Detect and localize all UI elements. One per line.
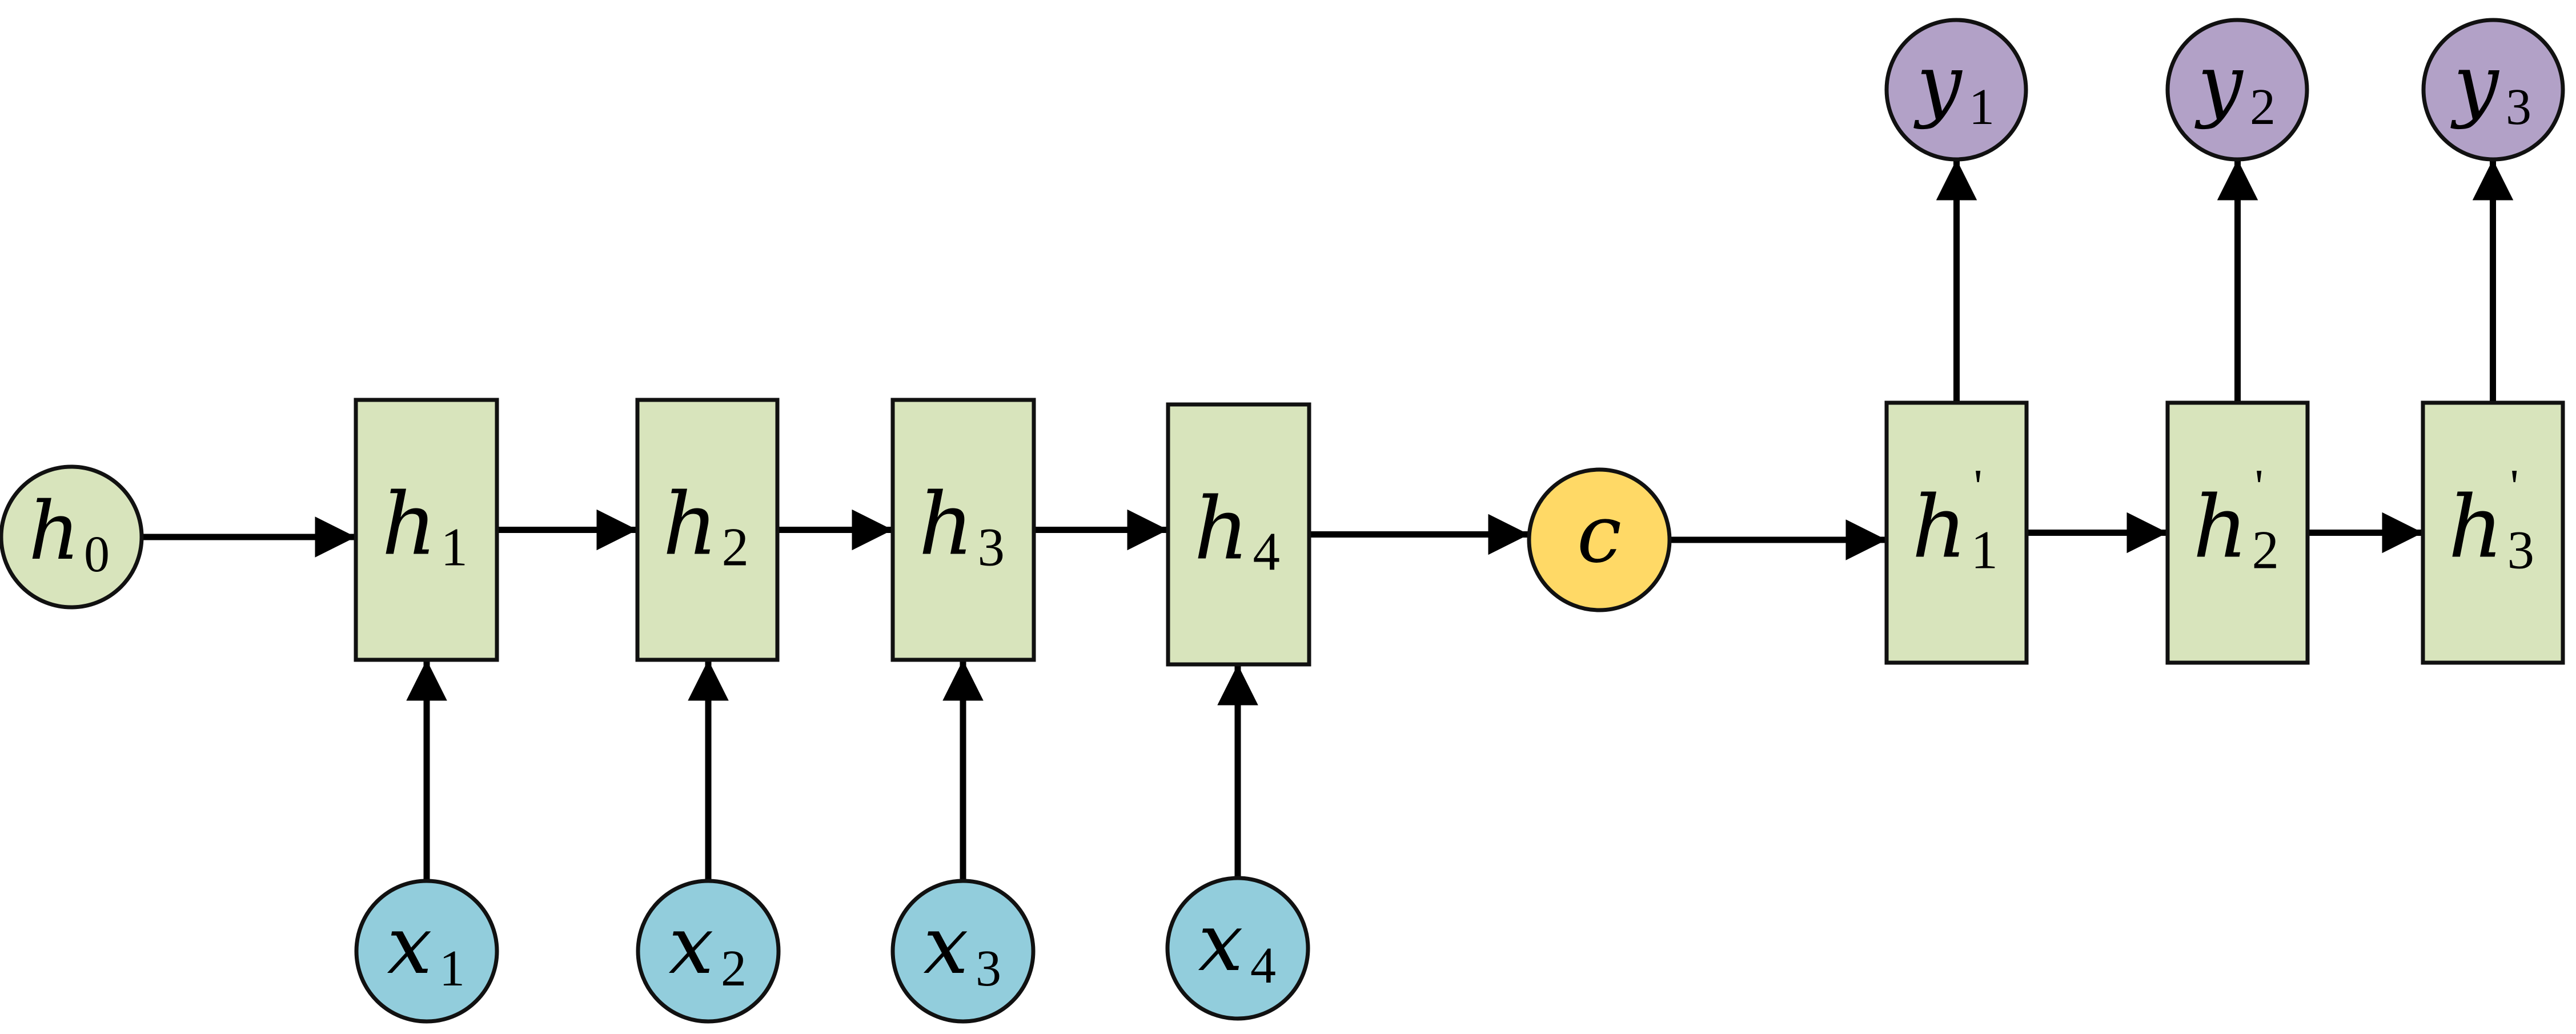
node-hp2-box (2165, 400, 2310, 665)
node-x2-label: x (669, 899, 714, 992)
node-x1-subscript: 1 (439, 940, 465, 997)
node-h1-subscript: 1 (441, 517, 468, 578)
node-y2-subscript: 2 (2250, 79, 2276, 135)
node-h1-label: h (382, 475, 437, 575)
node-x4-subscript: 4 (1250, 937, 1276, 994)
node-hp3-prime: ' (2510, 460, 2519, 514)
node-h4-subscript: 4 (1253, 522, 1281, 582)
node-c: c (1527, 467, 1672, 612)
node-hp1-prime: ' (1974, 460, 1983, 514)
node-hp1-box (1884, 400, 2029, 665)
node-hp3-box (2421, 400, 2565, 665)
node-hp3-label: h (2448, 478, 2503, 578)
node-y1-label: y (1913, 38, 1963, 131)
node-y3-label: y (2450, 38, 2499, 131)
node-h4-label: h (1194, 480, 1249, 579)
node-h0-subscript: 0 (84, 526, 110, 583)
node-x2-subscript: 2 (721, 940, 747, 997)
node-h2-label: h (663, 475, 718, 575)
node-x4-label: x (1198, 896, 1243, 989)
node-c-circle (1527, 467, 1672, 612)
node-h0-label: h (29, 485, 80, 578)
edges-layer (142, 159, 2514, 881)
node-x2-circle (636, 879, 781, 1024)
node-h1-box (354, 398, 499, 662)
node-hp2-subscript: 2 (2252, 520, 2280, 580)
node-h4-box (1166, 402, 1311, 667)
node-y2-label: y (2194, 38, 2244, 131)
node-x1-circle (354, 879, 499, 1024)
node-y3-subscript: 3 (2506, 79, 2531, 135)
node-x3-circle (890, 879, 1036, 1024)
node-x3-subscript: 3 (976, 940, 1001, 997)
node-hp2-label: h (2193, 478, 2248, 578)
node-h3-box (890, 398, 1036, 662)
node-h3-subscript: 3 (978, 517, 1005, 578)
node-hp1-label: h (1912, 478, 1967, 578)
node-hp3-subscript: 3 (2507, 520, 2535, 580)
node-y2-circle (2165, 18, 2309, 162)
node-x4-circle (1165, 876, 1310, 1021)
node-h3-label: h (918, 475, 974, 575)
node-y1-circle (1884, 18, 2028, 162)
node-y1-subscript: 1 (1969, 79, 1995, 135)
node-x3-label: x (924, 899, 969, 992)
node-hp1-subscript: 1 (1971, 520, 1999, 580)
node-h2-subscript: 2 (722, 517, 749, 578)
node-c-label: c (1577, 488, 1622, 581)
node-hp2-prime: ' (2255, 460, 2264, 514)
node-h2-box (635, 398, 780, 662)
node-y3-circle (2421, 18, 2565, 162)
node-h0-circle (0, 464, 144, 610)
node-x1-label: x (387, 899, 432, 992)
